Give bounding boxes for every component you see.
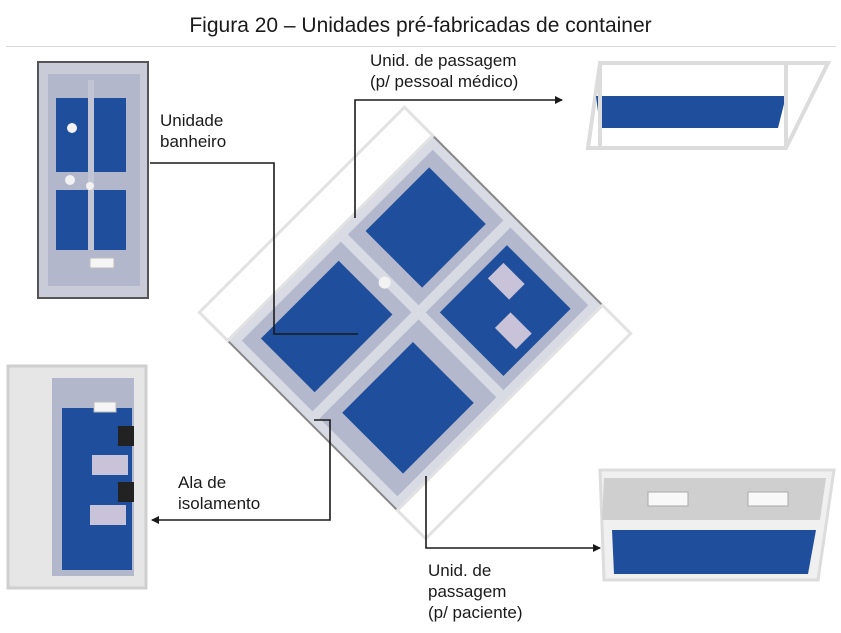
label-patient-passage-line2: passagem [428, 582, 507, 601]
label-patient-passage-line3: (p/ paciente) [428, 603, 523, 622]
leader-staff-passage [354, 96, 563, 218]
central-container-assembly [197, 105, 633, 541]
isolation-wing-illustration [6, 364, 148, 590]
leader-isolation [151, 419, 331, 524]
leader-bathroom [150, 162, 358, 335]
label-bathroom-line2: banheiro [160, 132, 227, 151]
title-divider [6, 46, 836, 47]
label-patient-passage-unit: Unid. de passagem (p/ paciente) [426, 560, 525, 623]
label-staff-passage-line1: Unid. de passagem [370, 51, 517, 70]
label-isolation-line1: Ala de [178, 473, 227, 492]
bathroom-unit-illustration [37, 61, 149, 299]
leader-patient-passage [425, 476, 601, 552]
label-bathroom-line1: Unidade [160, 111, 224, 130]
figure-title: Figura 20 – Unidades pré-fabricadas de c… [189, 14, 652, 37]
label-staff-passage-line2: (p/ pessoal médico) [370, 72, 519, 91]
label-isolation-line2: isolamento [178, 494, 261, 513]
label-staff-passage-unit: Unid. de passagem (p/ pessoal médico) [368, 50, 521, 92]
staff-passage-unit-illustration [585, 61, 832, 150]
label-patient-passage-line1: Unid. de [428, 561, 492, 580]
patient-passage-unit-illustration [598, 468, 836, 582]
label-bathroom-unit: Unidade banheiro [158, 110, 229, 152]
label-isolation-wing: Ala de isolamento [176, 472, 263, 514]
leader-lines [150, 96, 601, 552]
